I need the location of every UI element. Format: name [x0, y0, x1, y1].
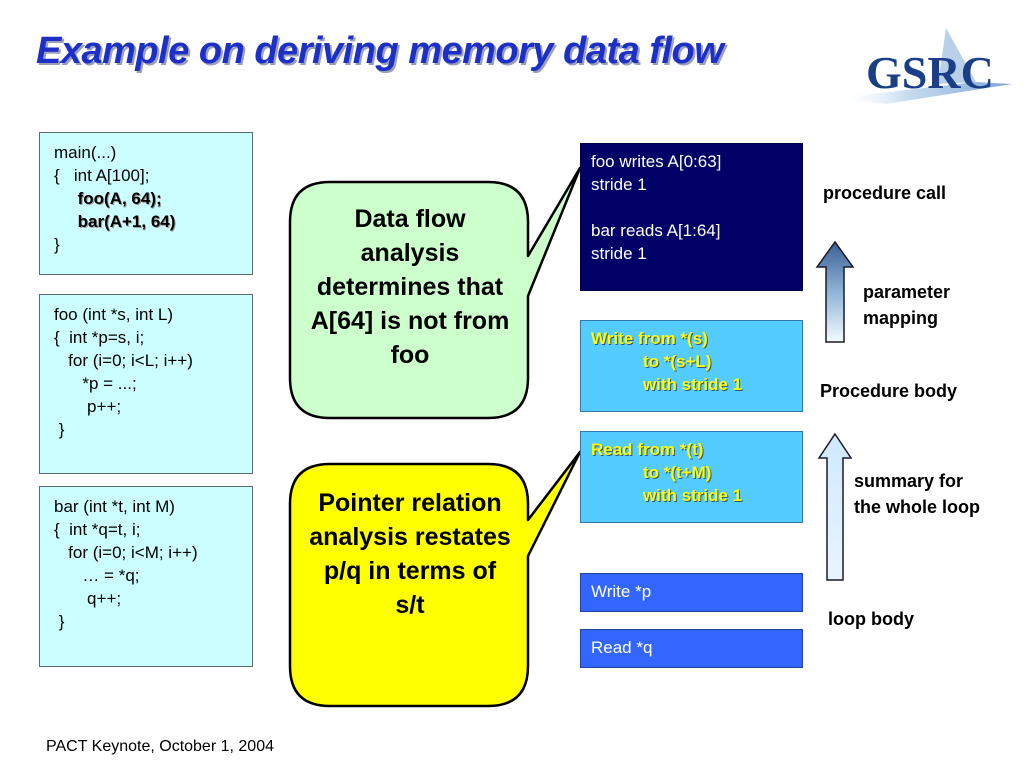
code-line: } [54, 420, 65, 439]
up-arrow-icon [817, 432, 853, 581]
foo-bar-summary-box: foo writes A[0:63] stride 1 bar reads A[… [580, 143, 803, 291]
read-from-line: Read from *(t) [591, 440, 704, 459]
code-line: { int *q=t, i; [54, 520, 141, 539]
code-line: foo (int *s, int L) [54, 305, 174, 324]
code-line: } [54, 612, 65, 631]
code-main: main(...) { int A[100]; foo(A, 64); bar(… [39, 132, 253, 275]
read-q-label: Read *q [591, 638, 653, 657]
green-callout-shape [288, 166, 582, 420]
code-line-foo-call: foo(A, 64); [54, 189, 162, 208]
up-arrow-icon [815, 240, 855, 343]
yellow-callout-text: Pointer relation analysis restates p/q i… [309, 489, 511, 619]
code-bar: bar (int *t, int M) { int *q=t, i; for (… [39, 486, 253, 667]
footer-text: PACT Keynote, October 1, 2004 [46, 738, 274, 755]
slide-title: Example on deriving memory data flow [36, 30, 724, 72]
summary-line: stride 1 [591, 175, 647, 194]
code-line: q++; [54, 589, 122, 608]
label-parameter-mapping: parameter mapping [863, 282, 951, 328]
write-from-box: Write from *(s) to *(s+L) with stride 1 [580, 320, 803, 412]
code-line: { int *p=s, i; [54, 328, 145, 347]
label-loop-body: loop body [828, 609, 914, 629]
label-summary: summary for the whole loop [854, 471, 980, 517]
write-from-line: with stride 1 [591, 375, 743, 394]
label-procedure-call: procedure call [823, 183, 947, 203]
code-line: p++; [54, 397, 122, 416]
code-line: { int A[100]; [54, 166, 150, 185]
summary-line: foo writes A[0:63] [591, 152, 722, 171]
write-from-line: to *(s+L) [591, 352, 712, 371]
write-from-line: Write from *(s) [591, 329, 708, 348]
read-from-line: to *(t+M) [591, 463, 712, 482]
gsrc-logo: GSRC [836, 28, 1012, 104]
yellow-callout-shape [288, 450, 582, 708]
code-line-bar-call: bar(A+1, 64) [54, 212, 176, 231]
label-procedure-body: Procedure body [820, 381, 958, 401]
summary-line: bar reads A[1:64] [591, 221, 721, 240]
code-line: bar (int *t, int M) [54, 497, 175, 516]
write-p-label: Write *p [591, 582, 652, 601]
read-from-box: Read from *(t) to *(t+M) with stride 1 [580, 431, 803, 523]
code-line: … = *q; [54, 566, 140, 585]
code-line: for (i=0; i<M; i++) [54, 543, 198, 562]
read-from-line: with stride 1 [591, 486, 743, 505]
code-line: *p = ...; [54, 374, 137, 393]
code-line: for (i=0; i<L; i++) [54, 351, 193, 370]
read-q-box: Read *q [580, 629, 803, 668]
code-line: main(...) [54, 143, 117, 162]
svg-text:GSRC: GSRC [866, 47, 994, 98]
code-foo: foo (int *s, int L) { int *p=s, i; for (… [39, 294, 253, 474]
write-p-box: Write *p [580, 573, 803, 612]
green-callout-text: Data flow analysis determines that A[64]… [310, 205, 510, 369]
summary-line: stride 1 [591, 244, 647, 263]
code-line: } [54, 235, 60, 254]
